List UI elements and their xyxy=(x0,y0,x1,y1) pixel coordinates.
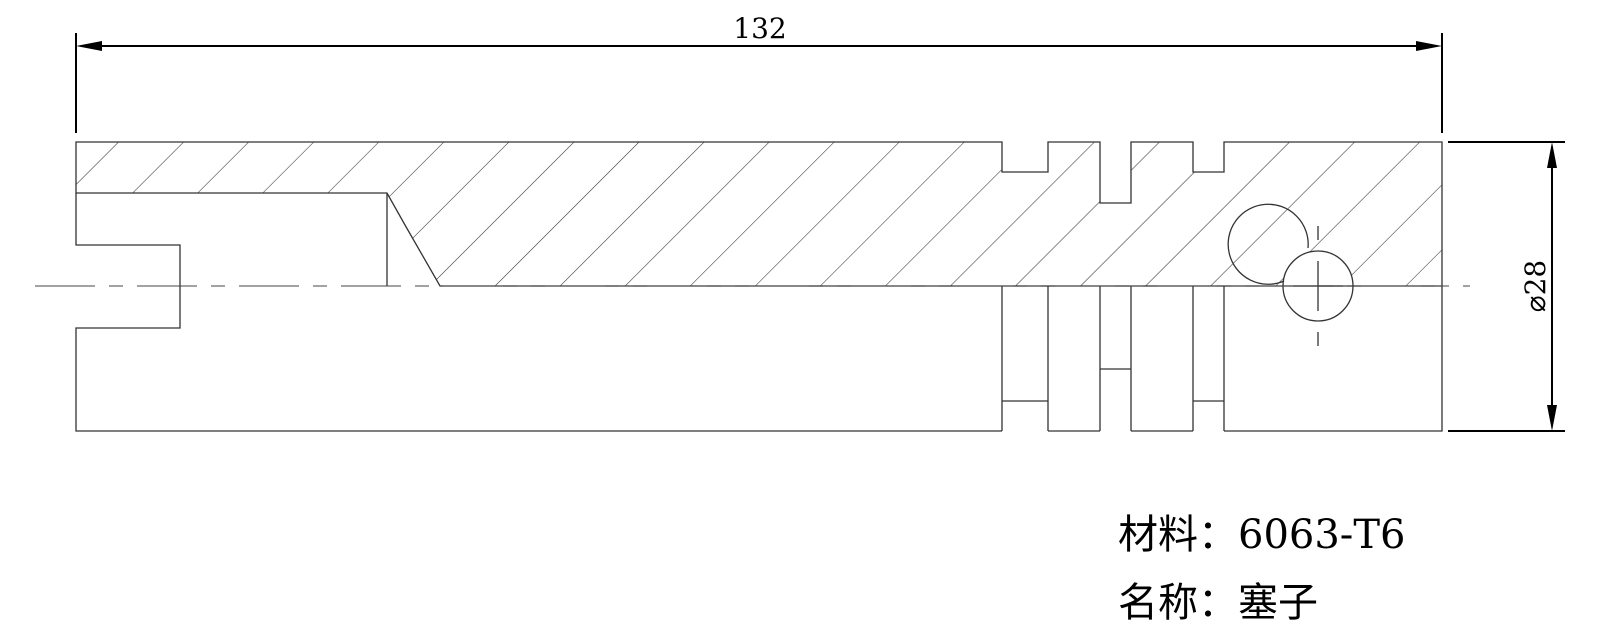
material-line: 材料：6063-T6 xyxy=(1118,502,1405,560)
name-label: 名称： xyxy=(1118,580,1238,626)
part-outline xyxy=(75,193,1443,432)
material-label: 材料： xyxy=(1118,512,1238,558)
diameter-dimension: ⌀28 xyxy=(1448,141,1565,432)
name-line: 名称：塞子 xyxy=(1118,570,1318,628)
length-dimension: 132 xyxy=(75,12,1443,133)
material-value: 6063-T6 xyxy=(1238,512,1406,558)
length-dimension-text: 132 xyxy=(733,12,786,45)
name-value: 塞子 xyxy=(1238,580,1318,626)
section-outline xyxy=(75,141,1443,287)
diameter-dimension-text: ⌀28 xyxy=(1519,260,1552,313)
section-hatch xyxy=(76,142,1442,286)
